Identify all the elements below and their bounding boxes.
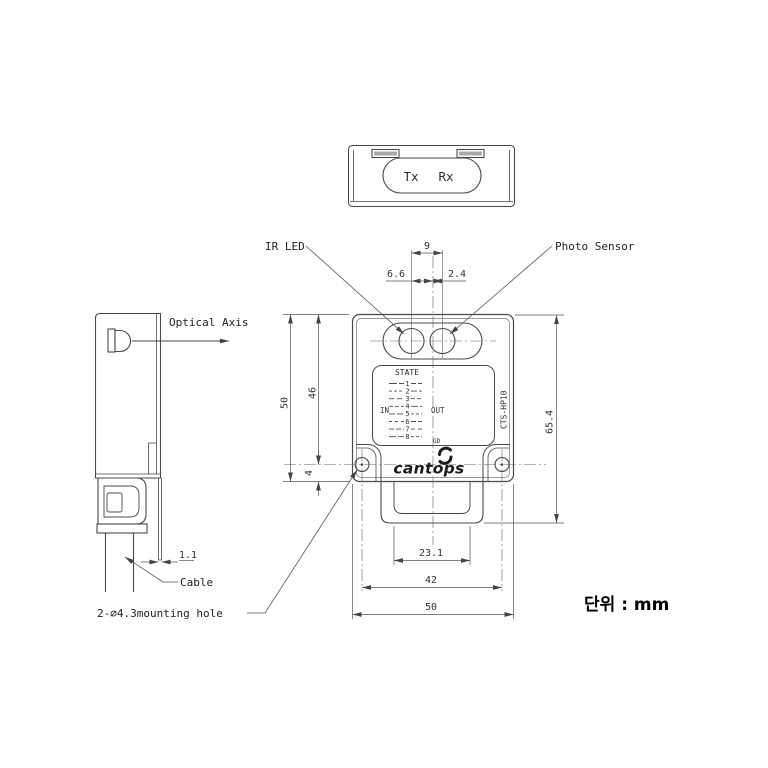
tx-label: Tx <box>403 169 419 184</box>
cantops-logo-icon <box>438 446 453 465</box>
ir-led-leader <box>305 245 405 335</box>
svg-text:6: 6 <box>405 418 409 426</box>
side-led-base <box>107 328 116 353</box>
top-view-outline <box>347 144 516 208</box>
gd-label: GD <box>433 438 441 445</box>
cantops-wordmark: cantops <box>393 460 464 478</box>
optical-axis-label: Optical Axis <box>169 316 248 329</box>
svg-text:5: 5 <box>405 410 409 418</box>
dim-50-left: 50 <box>280 397 291 409</box>
mounting-hole-left <box>354 456 370 473</box>
svg-text:1: 1 <box>405 380 409 388</box>
svg-text:3: 3 <box>405 395 409 403</box>
photo-sensor-leader <box>449 245 553 335</box>
front-view: STATE 1 2 3 4 5 6 7 8 IN OUT GD CTS-HP10 <box>284 250 546 591</box>
top-slot-left <box>371 148 400 159</box>
photo-sensor-label: Photo Sensor <box>555 240 635 253</box>
dim-6-6: 6.6 <box>387 269 405 280</box>
mounting-hole-right <box>494 456 510 473</box>
rx-label: Rx <box>438 169 454 184</box>
mounting-hole-label: 2-∅4.3mounting hole <box>97 607 223 620</box>
dim-23-1: 23.1 <box>419 548 443 559</box>
side-cable <box>104 533 135 592</box>
dim-65-4: 65.4 <box>545 410 556 434</box>
unit-note: 단위 : mm <box>584 595 669 615</box>
in-label: IN <box>380 406 389 415</box>
state-row-marks <box>389 383 422 438</box>
dim-46: 46 <box>308 387 319 399</box>
dim-2-4: 2.4 <box>448 269 466 280</box>
side-flange <box>96 523 148 534</box>
state-row-numbers: 1 2 3 4 5 6 7 8 <box>405 380 409 441</box>
side-body-outline <box>94 312 162 479</box>
side-connector-window <box>106 492 123 513</box>
svg-text:7: 7 <box>405 425 409 433</box>
svg-text:2: 2 <box>405 387 409 395</box>
model-number-vertical: CTS-HP10 <box>500 390 509 429</box>
side-view: Optical Axis <box>94 312 248 592</box>
state-label-panel <box>372 365 495 446</box>
mounting-hole-leader <box>247 469 358 614</box>
top-window-outline <box>382 157 482 194</box>
top-slot-right <box>456 148 485 159</box>
svg-text:4: 4 <box>405 403 409 411</box>
callouts: IR LED Photo Sensor Cable 2-∅4.3mounting… <box>97 240 635 620</box>
ir-led-label: IR LED <box>265 240 305 253</box>
cable-label: Cable <box>180 576 213 589</box>
out-label: OUT <box>431 406 445 415</box>
dim-9: 9 <box>424 241 430 252</box>
bottom-protrusion-outline <box>380 482 484 524</box>
top-view: Tx Rx <box>347 144 516 208</box>
cable-leader <box>124 556 178 583</box>
state-title: STATE <box>395 368 419 377</box>
dimensions: 9 6.6 2.4 50 46 4 65.4 23.1 42 50 <box>141 241 564 619</box>
side-led-dome <box>114 329 131 353</box>
dim-1-1: 1.1 <box>179 550 197 561</box>
dim-42: 42 <box>425 575 437 586</box>
svg-text:8: 8 <box>405 433 409 441</box>
dim-50-bottom: 50 <box>425 602 437 613</box>
dim-4: 4 <box>304 470 315 476</box>
